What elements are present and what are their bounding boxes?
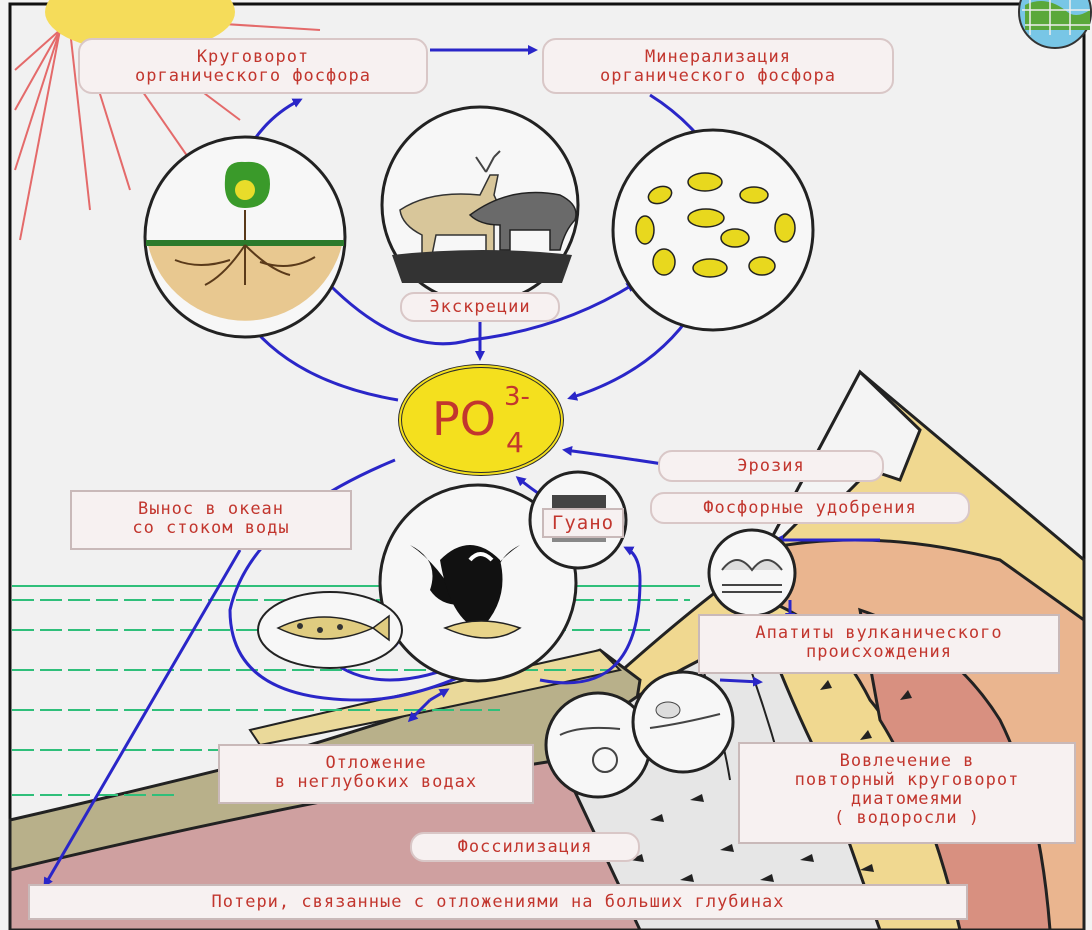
globe-logo-icon <box>1018 0 1092 49</box>
phosphate-formula-subscript: 4 <box>506 426 524 459</box>
animals-circle-icon <box>380 105 580 305</box>
label-mineralization: Минерализация органического фосфора <box>542 38 894 94</box>
plant-circle-icon <box>143 135 347 339</box>
label-erosion: Эрозия <box>658 450 884 482</box>
label-guano: Гуано <box>542 508 624 538</box>
phosphate-formula-superscript: 3- <box>504 382 530 412</box>
fossil-circle-left-icon <box>544 691 652 799</box>
phosphate-formula-base: PO <box>432 392 496 446</box>
phosphate-ion-circle: PO 4 3- <box>398 364 564 476</box>
label-fossilization: Фоссилизация <box>410 832 640 862</box>
fossil-circle-right-icon <box>631 670 735 774</box>
bacteria-circle-icon <box>611 128 815 332</box>
bird-fish-circle-icon <box>378 483 578 683</box>
apatite-circle-icon <box>707 528 797 618</box>
label-deep-losses: Потери, связанные с отложениями на больш… <box>28 884 968 920</box>
label-excretion: Экскреции <box>400 292 560 322</box>
label-ocean-runoff: Вынос в океан со стоком воды <box>70 490 352 550</box>
fish-circle-icon <box>257 591 403 669</box>
label-shallow-deposit: Отложение в неглубоких водах <box>218 744 534 804</box>
label-apatites: Апатиты вулканического происхождения <box>698 614 1060 674</box>
label-diatoms: Вовлечение в повторный круговорот диатом… <box>738 742 1076 844</box>
label-organic-cycle: Круговорот органического фосфора <box>78 38 428 94</box>
label-fertilizers: Фосфорные удобрения <box>650 492 970 524</box>
